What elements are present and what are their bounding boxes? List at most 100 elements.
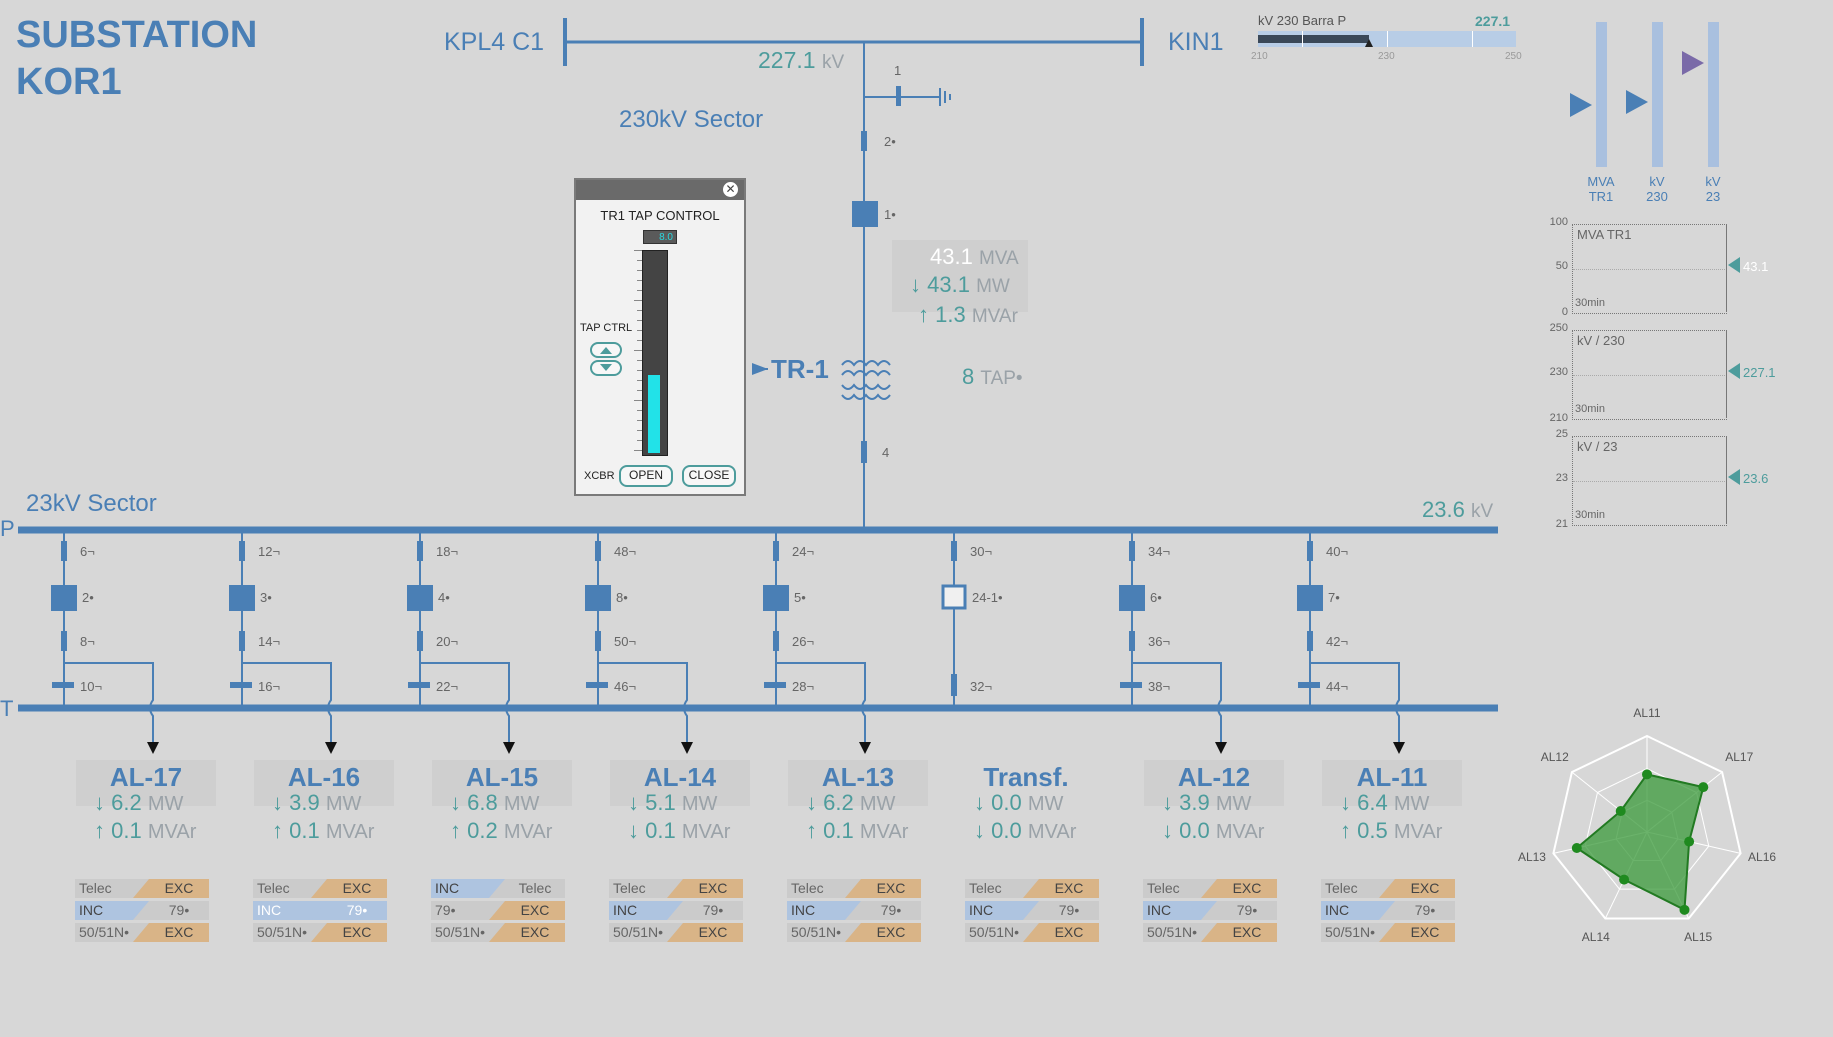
- status-right[interactable]: 79•: [1023, 901, 1099, 920]
- status-right[interactable]: EXC: [133, 923, 209, 942]
- feeder-breaker-open[interactable]: [941, 584, 967, 610]
- feeder-card[interactable]: AL-11↓ 6.4 MW↑ 0.5 MVAr: [1322, 760, 1462, 860]
- status-left[interactable]: 50/51N•: [75, 923, 151, 942]
- status-right[interactable]: 79•: [667, 901, 743, 920]
- xcbr-close-button[interactable]: CLOSE: [682, 465, 736, 487]
- status-left[interactable]: 50/51N•: [965, 923, 1041, 942]
- status-left[interactable]: Telec: [609, 879, 685, 898]
- tap-lower-button[interactable]: [590, 360, 622, 376]
- feeder-top-switch[interactable]: [61, 541, 67, 561]
- transformer-icon[interactable]: [841, 360, 891, 400]
- feeder-mid-switch[interactable]: [417, 631, 423, 651]
- status-left[interactable]: 50/51N•: [609, 923, 685, 942]
- status-left[interactable]: INC: [787, 901, 863, 920]
- feeder-mid-switch[interactable]: [595, 631, 601, 651]
- status-left[interactable]: 50/51N•: [787, 923, 863, 942]
- status-left[interactable]: INC: [1143, 901, 1219, 920]
- status-right[interactable]: Telec: [489, 879, 565, 898]
- hv-breaker[interactable]: [852, 201, 878, 227]
- feeder-card[interactable]: AL-14↓ 5.1 MW↓ 0.1 MVAr: [610, 760, 750, 860]
- feeder-breaker[interactable]: [1119, 585, 1145, 611]
- status-right[interactable]: EXC: [1201, 923, 1277, 942]
- status-right[interactable]: EXC: [1023, 879, 1099, 898]
- feeder-card[interactable]: AL-15↓ 6.8 MW↑ 0.2 MVAr: [432, 760, 572, 860]
- feeder-top-switch[interactable]: [417, 541, 423, 561]
- feeder-bypass-switch[interactable]: [764, 682, 786, 688]
- feeder-breaker[interactable]: [407, 585, 433, 611]
- status-right[interactable]: EXC: [1379, 923, 1455, 942]
- feeder-top-switch[interactable]: [773, 541, 779, 561]
- feeder-top-switch[interactable]: [239, 541, 245, 561]
- status-right[interactable]: EXC: [311, 879, 387, 898]
- status-left[interactable]: Telec: [75, 879, 151, 898]
- feeder-breaker[interactable]: [51, 585, 77, 611]
- feeder-bottom-switch[interactable]: [951, 674, 957, 696]
- status-left[interactable]: INC: [609, 901, 685, 920]
- status-right[interactable]: EXC: [1023, 923, 1099, 942]
- status-left[interactable]: Telec: [1321, 879, 1397, 898]
- feeder-breaker[interactable]: [229, 585, 255, 611]
- xcbr-open-button[interactable]: OPEN: [619, 465, 673, 487]
- feeder-bypass-switch[interactable]: [586, 682, 608, 688]
- feeder-breaker[interactable]: [763, 585, 789, 611]
- status-left[interactable]: Telec: [787, 879, 863, 898]
- status-left[interactable]: INC: [75, 901, 151, 920]
- status-left[interactable]: Telec: [1143, 879, 1219, 898]
- status-left[interactable]: INC: [1321, 901, 1397, 920]
- status-left[interactable]: INC: [431, 879, 507, 898]
- feeder-card[interactable]: AL-12↓ 3.9 MW↓ 0.0 MVAr: [1144, 760, 1284, 860]
- feeder-mid-switch[interactable]: [1129, 631, 1135, 651]
- switch-2[interactable]: [861, 131, 867, 151]
- status-right[interactable]: EXC: [133, 879, 209, 898]
- status-right[interactable]: EXC: [845, 879, 921, 898]
- feeder-top-switch[interactable]: [1307, 541, 1313, 561]
- feeder-arrow-icon: [1393, 742, 1405, 754]
- status-left[interactable]: 79•: [431, 901, 507, 920]
- feeder-top-switch[interactable]: [1129, 541, 1135, 561]
- status-right[interactable]: EXC: [667, 879, 743, 898]
- feeder-bypass-switch[interactable]: [1120, 682, 1142, 688]
- status-left[interactable]: 50/51N•: [253, 923, 329, 942]
- status-left[interactable]: INC: [253, 901, 329, 920]
- status-left[interactable]: INC: [965, 901, 1041, 920]
- status-right[interactable]: EXC: [1201, 879, 1277, 898]
- feeder-breaker[interactable]: [1297, 585, 1323, 611]
- status-left[interactable]: 50/51N•: [431, 923, 507, 942]
- feeder-mid-switch[interactable]: [1307, 631, 1313, 651]
- feeder-card[interactable]: Transf.↓ 0.0 MW↓ 0.0 MVAr: [956, 760, 1096, 860]
- feeder-mid-switch[interactable]: [239, 631, 245, 651]
- status-left[interactable]: Telec: [253, 879, 329, 898]
- feeder-top-switch[interactable]: [951, 541, 957, 561]
- tap-raise-button[interactable]: [590, 342, 622, 358]
- status-right[interactable]: EXC: [1379, 879, 1455, 898]
- status-right[interactable]: 79•: [1201, 901, 1277, 920]
- feeder-bypass-switch[interactable]: [230, 682, 252, 688]
- feeder-bypass-switch[interactable]: [408, 682, 430, 688]
- feeder-bypass-switch[interactable]: [1298, 682, 1320, 688]
- popup-titlebar[interactable]: [576, 180, 744, 200]
- status-right[interactable]: 79•: [133, 901, 209, 920]
- status-right[interactable]: EXC: [845, 923, 921, 942]
- feeder-card[interactable]: AL-16↓ 3.9 MW↑ 0.1 MVAr: [254, 760, 394, 860]
- feeder-card[interactable]: AL-13↓ 6.2 MW↑ 0.1 MVAr: [788, 760, 928, 860]
- status-left[interactable]: Telec: [965, 879, 1041, 898]
- status-left[interactable]: 50/51N•: [1321, 923, 1397, 942]
- popup-close-icon[interactable]: ✕: [723, 182, 738, 197]
- feeder-card[interactable]: AL-17↓ 6.2 MW↑ 0.1 MVAr: [76, 760, 216, 860]
- status-right[interactable]: 79•: [1379, 901, 1455, 920]
- feeder-bypass-switch[interactable]: [52, 682, 74, 688]
- status-right[interactable]: EXC: [489, 923, 565, 942]
- feeder-top-switch[interactable]: [595, 541, 601, 561]
- switch-4[interactable]: [861, 441, 867, 463]
- feeder-breaker[interactable]: [585, 585, 611, 611]
- status-right[interactable]: EXC: [311, 923, 387, 942]
- feeder-mid-switch[interactable]: [773, 631, 779, 651]
- status-right[interactable]: EXC: [667, 923, 743, 942]
- status-left[interactable]: 50/51N•: [1143, 923, 1219, 942]
- feeder-mid-switch[interactable]: [61, 631, 67, 651]
- status-right[interactable]: EXC: [489, 901, 565, 920]
- status-right[interactable]: 79•: [845, 901, 921, 920]
- transformer-name[interactable]: TR-1: [771, 354, 829, 384]
- status-right[interactable]: 79•: [311, 901, 387, 920]
